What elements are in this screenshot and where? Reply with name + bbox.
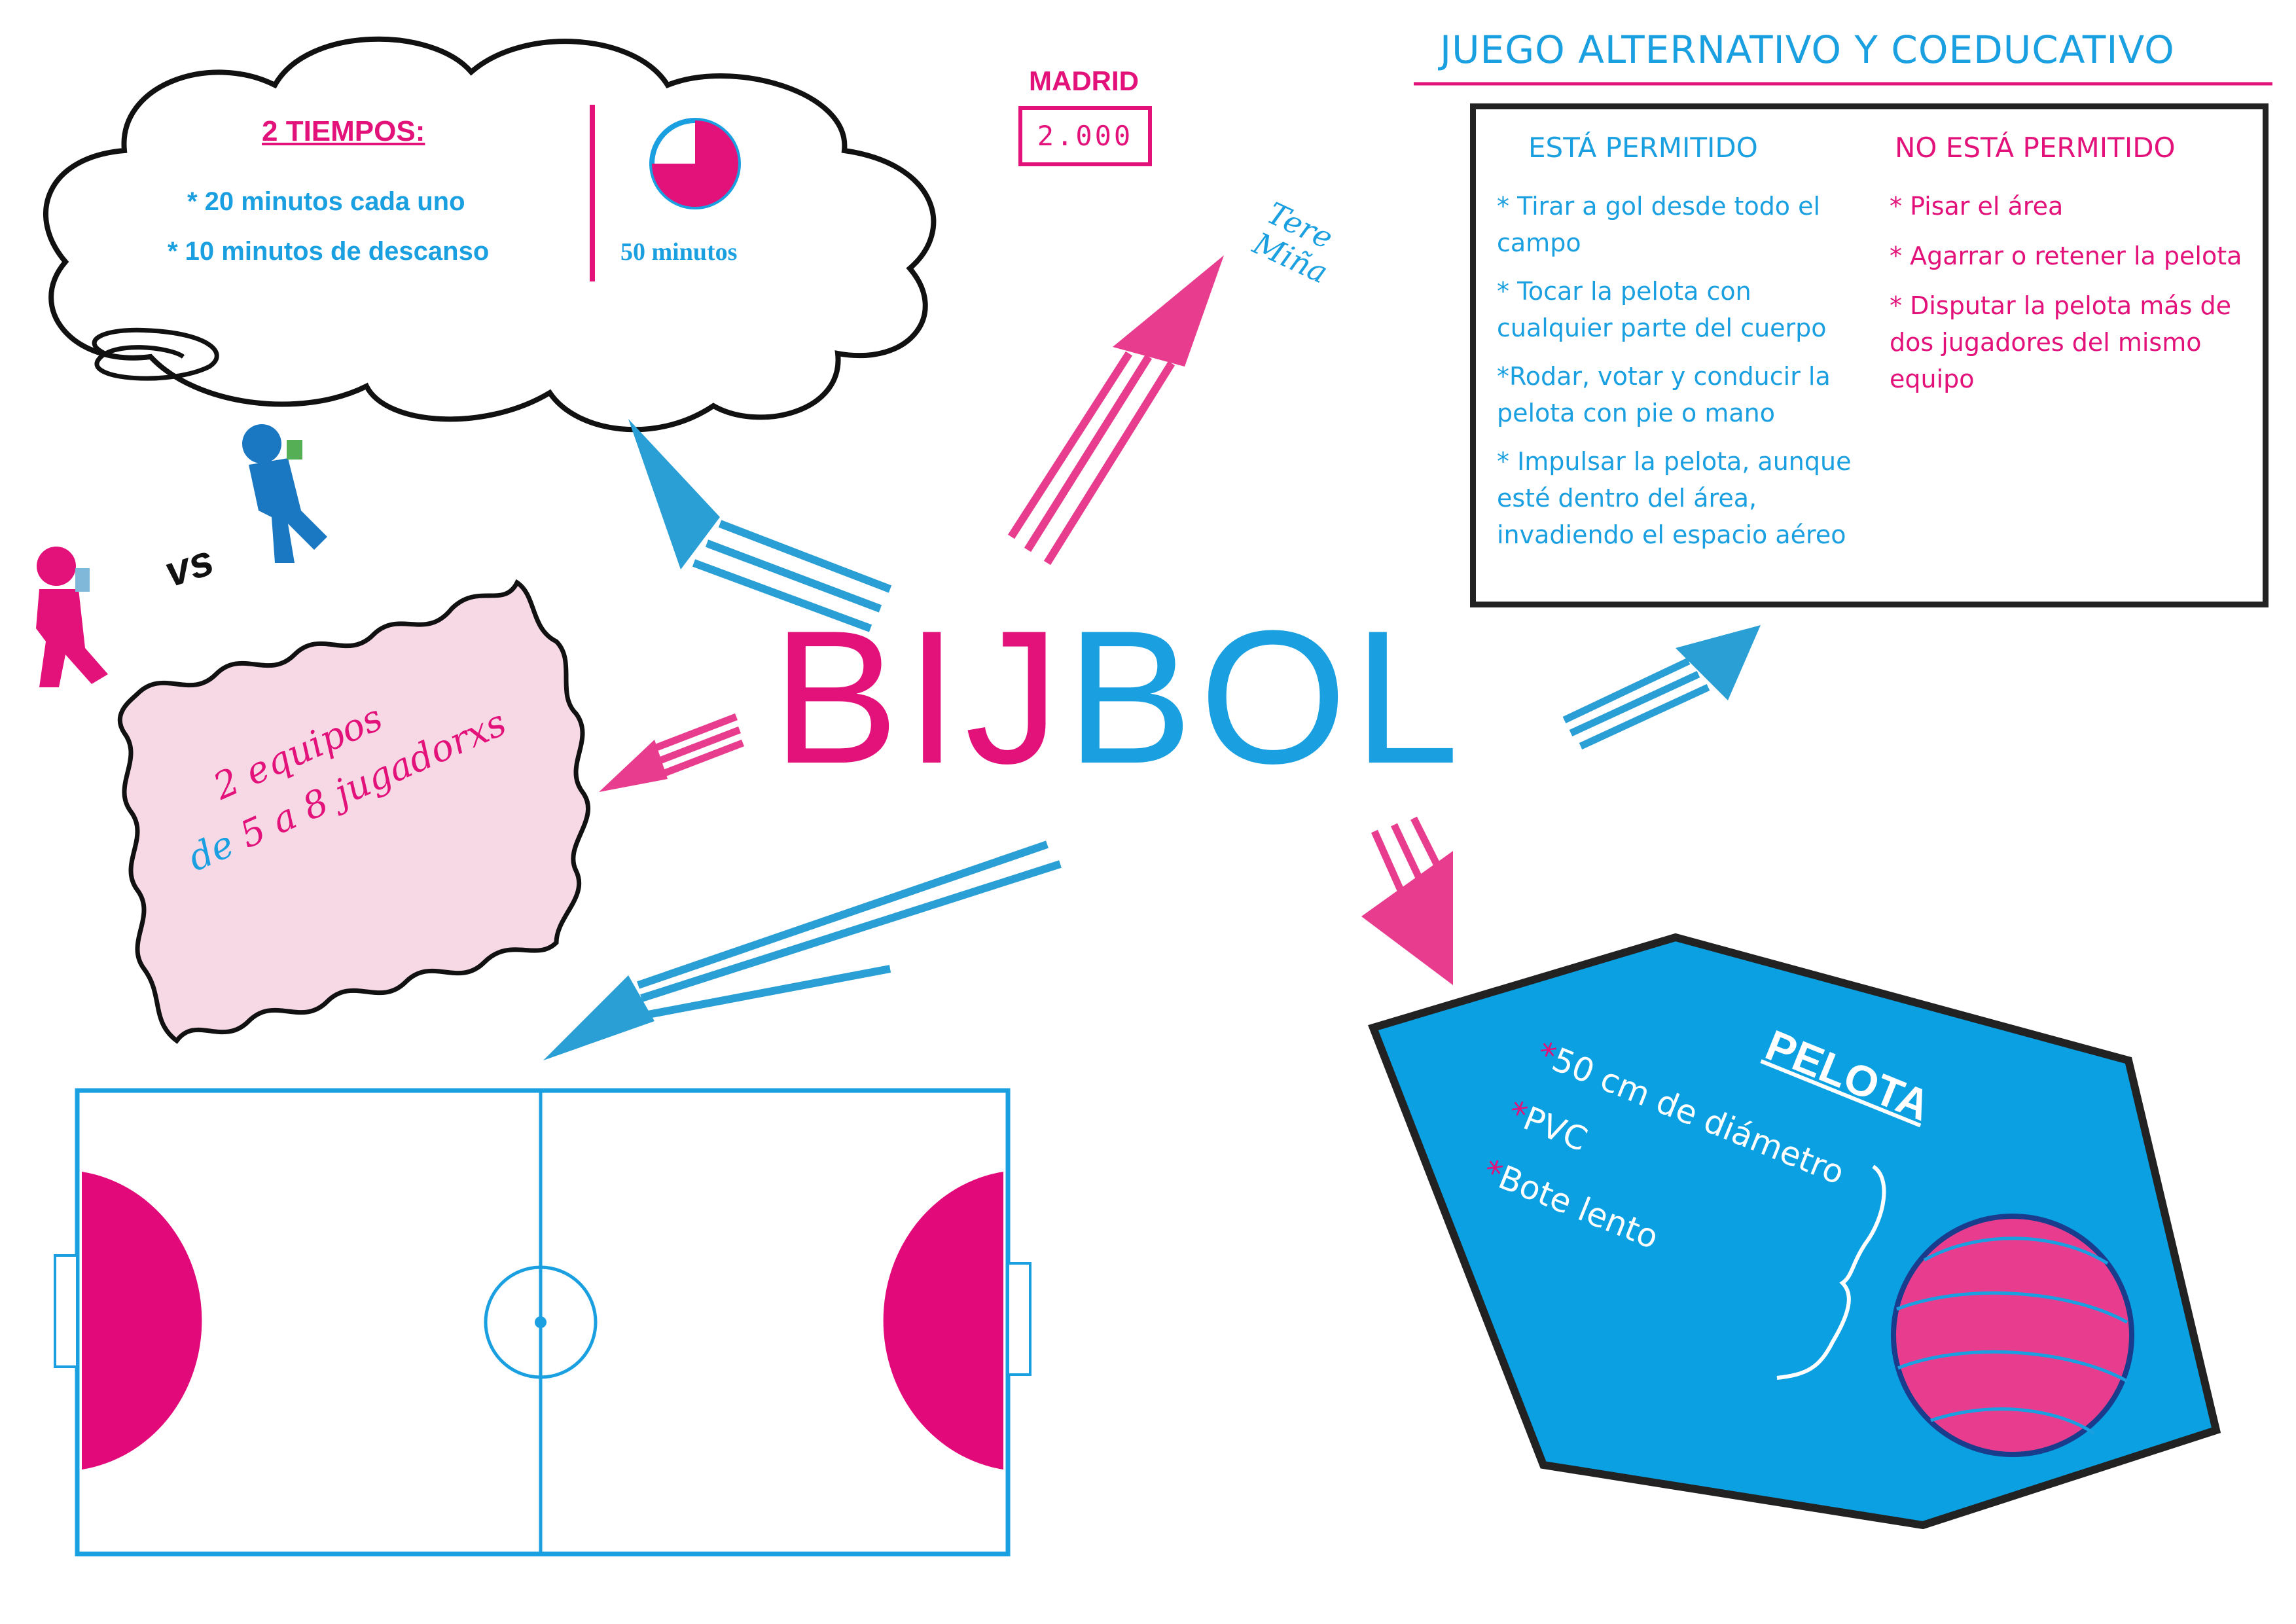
- allowed-item: *Rodar, votar y conducir la pelota con p…: [1497, 362, 1831, 427]
- allowed-list: * Tirar a gol desde todo el campo * Toca…: [1497, 188, 1863, 553]
- rules-box: ESTÁ PERMITIDO NO ESTÁ PERMITIDO * Tirar…: [1470, 103, 2269, 607]
- page-title: BIJBOL: [772, 602, 1465, 792]
- title-part-pink: BIJ: [772, 591, 1066, 803]
- allowed-item: * Tocar la pelota con cualquier parte de…: [1497, 277, 1827, 342]
- timer-label: 50 minutos: [620, 238, 738, 266]
- allowed-item: * Impulsar la pelota, aunque esté dentro…: [1497, 447, 1852, 549]
- cloud-line-2: * 10 minutos de descanso: [168, 237, 490, 266]
- brace: [1776, 1164, 1886, 1380]
- visitor-counter: 2.000: [1018, 106, 1152, 166]
- ball-icon: [1891, 1214, 2134, 1457]
- teams-blob: [117, 579, 590, 1044]
- not-allowed-heading: NO ESTÁ PERMITIDO: [1895, 132, 2176, 164]
- allowed-item: * Tirar a gol desde todo el campo: [1497, 192, 1821, 257]
- person-blue-icon: [242, 424, 327, 563]
- not-allowed-item: * Pisar el área: [1890, 192, 2064, 221]
- not-allowed-item: * Disputar la pelota más de dos jugadore…: [1890, 291, 2231, 393]
- person-pink-icon: [36, 547, 108, 687]
- title-part-blue: BOL: [1066, 591, 1466, 803]
- cloud-heading: 2 TIEMPOS:: [262, 115, 425, 147]
- rules-title: JUEGO ALTERNATIVO Y COEDUCATIVO: [1440, 27, 2175, 72]
- allowed-heading: ESTÁ PERMITIDO: [1528, 132, 1758, 164]
- not-allowed-item: * Agarrar o retener la pelota: [1890, 242, 2242, 270]
- city-label: MADRID: [1029, 65, 1139, 96]
- ball-panel: [1368, 933, 2221, 1530]
- cloud-line-1: * 20 minutos cada uno: [187, 187, 465, 216]
- thought-cloud: [43, 36, 937, 433]
- court-diagram: [54, 1088, 1031, 1557]
- arrow-icon: [543, 255, 1761, 1060]
- clock-icon: [649, 118, 741, 209]
- not-allowed-list: * Pisar el área * Agarrar o retener la p…: [1890, 188, 2243, 397]
